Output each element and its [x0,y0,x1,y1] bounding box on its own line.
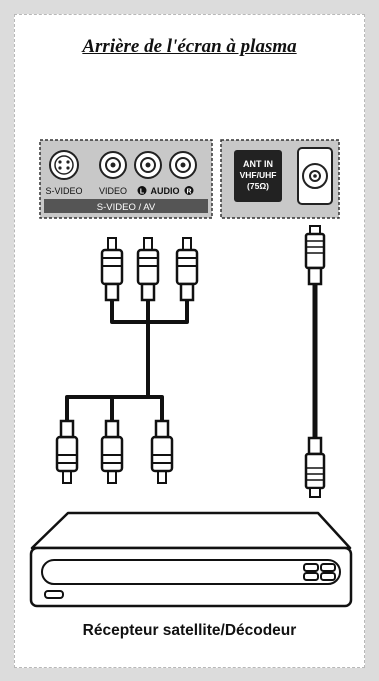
coax-plug-upper [304,225,326,286]
rca-plug-lower-middle [100,419,124,484]
vhf-uhf-label: VHF/UHF [240,170,277,180]
audio-left-jack [134,151,162,179]
antenna-jack [297,147,333,205]
audio-right-marker: R [186,189,191,196]
s-video-av-group-label: S-VIDEO / AV [97,202,156,213]
rca-plug-upper-video [100,237,124,302]
audio-right-jack [169,151,197,179]
receiver-display [303,563,336,581]
rca-plug-lower-left [55,419,79,484]
ant-in-label: ANT IN [243,159,273,169]
receiver-power-button [44,590,64,599]
video-jack [99,151,127,179]
rca-plug-lower-right [150,419,174,484]
s-video-jack [49,150,79,180]
rca-plug-upper-audio-left [136,237,160,302]
coaxial-cable [304,225,326,498]
satellite-receiver [29,511,353,608]
rca-plug-upper-audio-right [175,237,199,302]
coax-plug-lower [304,436,326,498]
device-caption: Récepteur satellite/Décodeur [82,622,297,639]
audio-label: AUDIO [151,186,180,196]
impedance-label: (75Ω) [247,181,269,191]
audio-left-marker: L [140,189,145,196]
av-cable [65,300,189,420]
diagram-title: Arrière de l'écran à plasma [82,36,297,57]
video-label: VIDEO [99,186,127,196]
antenna-input-panel: ANT IN VHF/UHF (75Ω) [220,139,340,219]
av-input-panel: S-VIDEO VIDEO L AUDIO R S-VIDEO / AV [39,139,213,219]
audio-label-group: L AUDIO R [137,186,194,196]
s-video-label: S-VIDEO [45,186,82,196]
